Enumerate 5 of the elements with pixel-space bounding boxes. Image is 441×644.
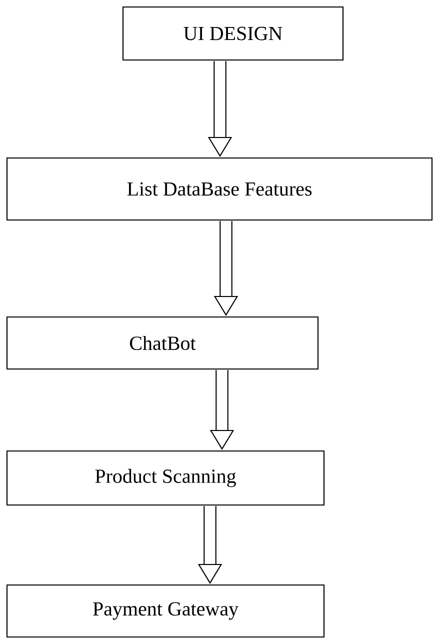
process-box: UI DESIGN [122,6,344,61]
process-box: Payment Gateway [6,584,325,638]
process-box: ChatBot [6,316,319,370]
process-box: Product Scanning [6,450,325,506]
process-box: List DataBase Features [6,157,433,221]
